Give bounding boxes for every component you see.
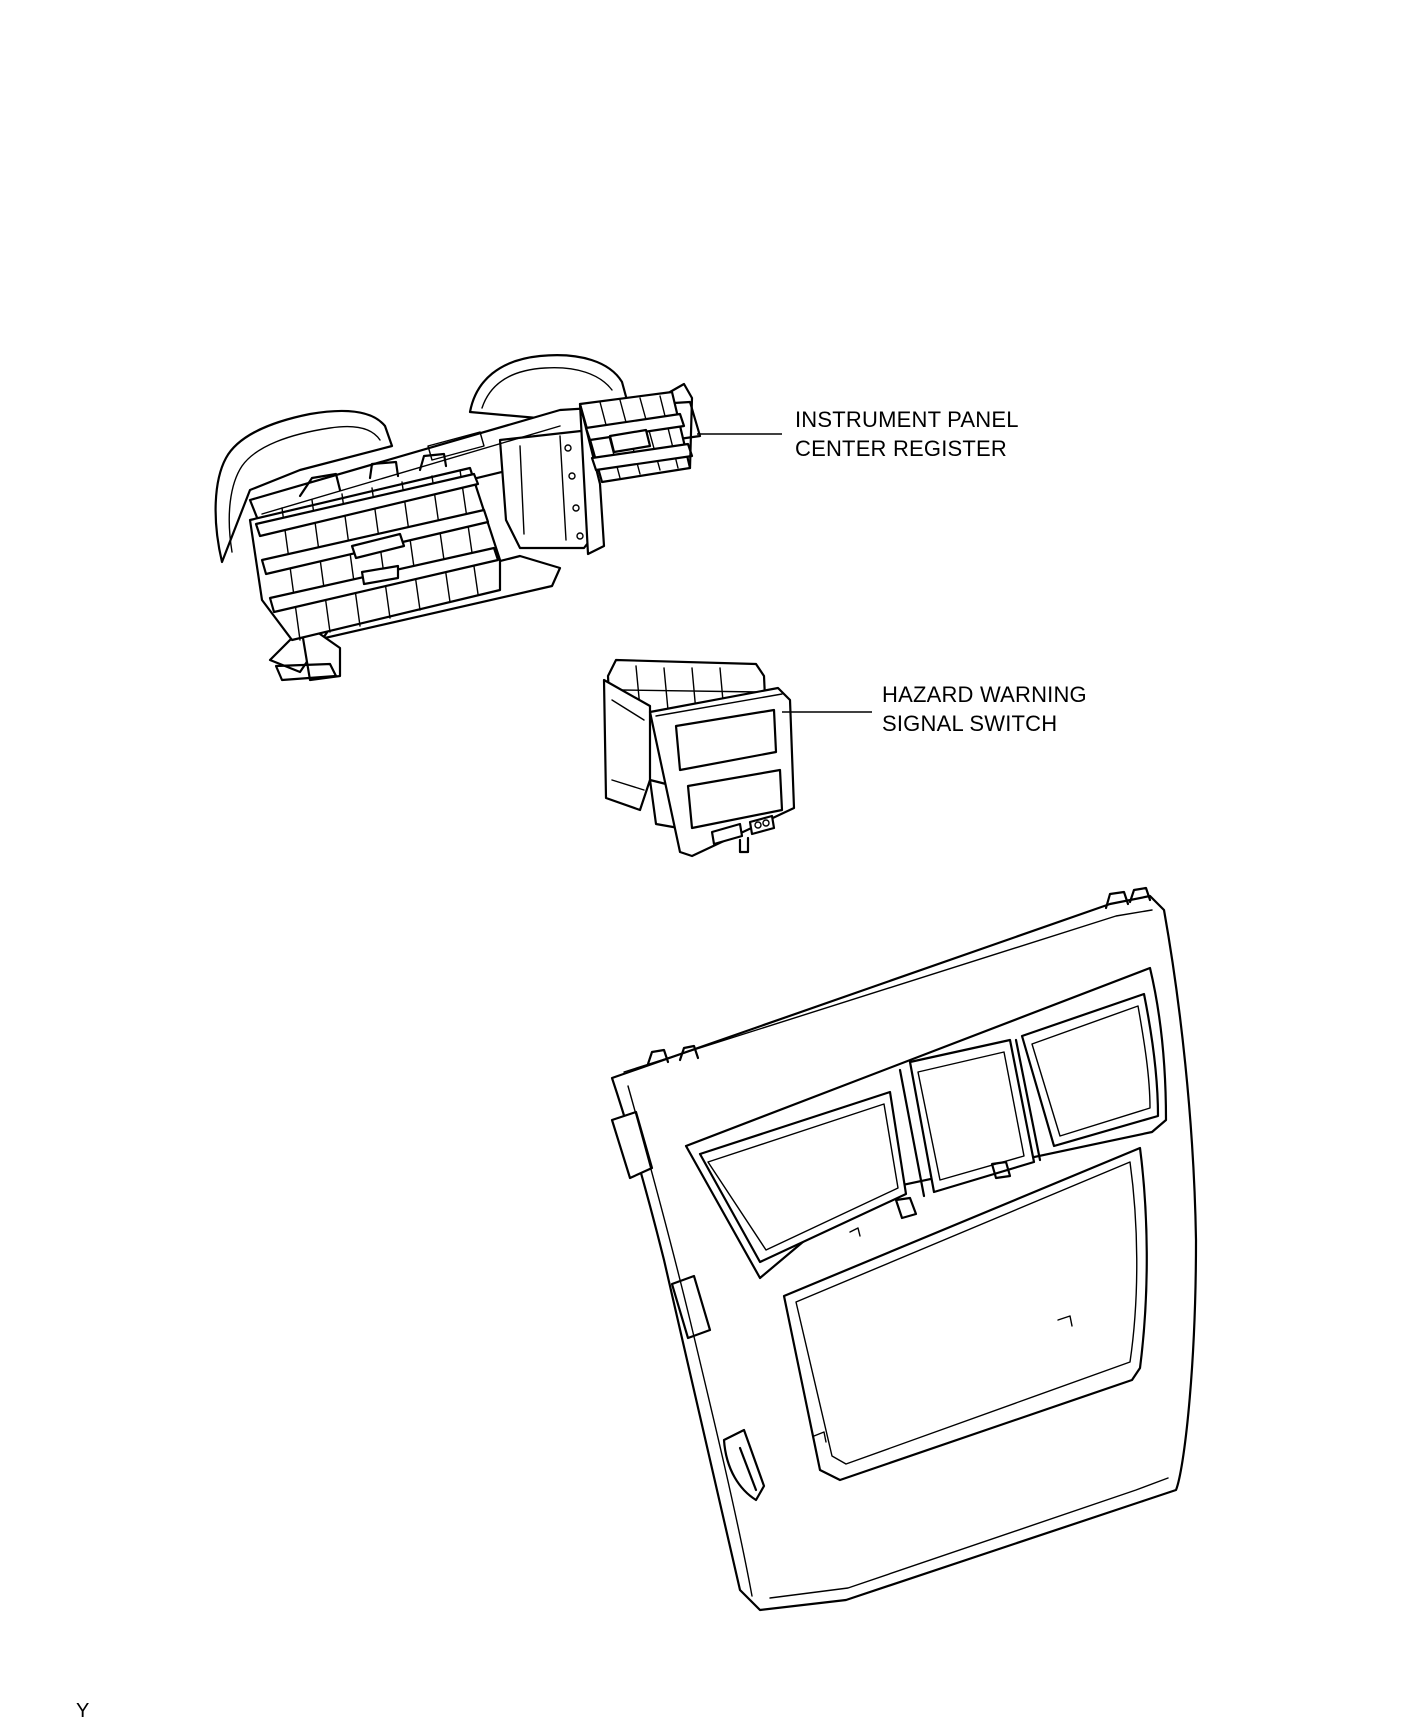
hazard-switch-illustration (602, 658, 796, 858)
corner-code: Y (76, 1700, 90, 1722)
center-register-illustration (214, 354, 702, 682)
center-register-label-line-1: INSTRUMENT PANEL (795, 407, 1019, 432)
center-register-label-line-2: CENTER REGISTER (795, 436, 1008, 461)
hazard-switch-label: HAZARD WARNING SIGNAL SWITCH (882, 680, 1087, 738)
hazard-switch-label-line-2: SIGNAL SWITCH (882, 711, 1058, 736)
cluster-finish-panel-illustration (610, 886, 1198, 1612)
hazard-switch-label-line-1: HAZARD WARNING (882, 682, 1087, 707)
center-register-label: INSTRUMENT PANEL CENTER REGISTER (795, 405, 1019, 463)
